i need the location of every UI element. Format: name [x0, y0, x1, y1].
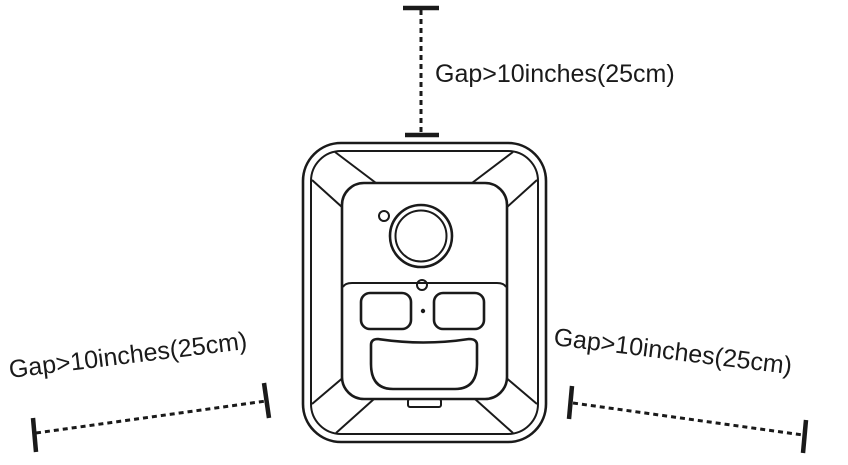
right-gap-label: Gap>10inches(25cm)	[552, 323, 793, 380]
left-clearance-dimension: Gap>10inches(25cm)	[7, 327, 272, 453]
left-dimension-outer-tick	[30, 417, 39, 453]
microphone-hole	[420, 308, 426, 314]
right-dimension-line	[572, 401, 804, 437]
bevel-line-top-left	[334, 151, 377, 184]
right-clearance-dimension: Gap>10inches(25cm)	[552, 323, 809, 454]
bevel-line-bottom-right	[503, 375, 538, 405]
bevel-line-top-right-side	[505, 179, 538, 209]
camera-inner-bezel	[310, 150, 539, 435]
light-sensor	[416, 279, 428, 291]
pir-sensor-window	[369, 337, 479, 391]
bottom-mount-tab	[407, 398, 442, 408]
indicator-light	[378, 210, 390, 222]
right-dimension-outer-tick	[800, 419, 809, 454]
front-panel-divider	[342, 282, 507, 288]
bevel-line-bottom-left	[311, 375, 346, 405]
right-sensor-window	[432, 291, 486, 331]
bevel-line-top-right	[471, 151, 514, 184]
camera-device	[301, 141, 548, 444]
top-clearance-dimension: Gap>10inches(25cm)	[403, 5, 675, 138]
left-gap-label: Gap>10inches(25cm)	[7, 327, 248, 384]
bevel-line-top-left-side	[311, 179, 344, 209]
top-gap-label: Gap>10inches(25cm)	[435, 60, 675, 88]
right-dimension-inner-tick	[566, 385, 575, 420]
lens-inner-ring	[394, 209, 448, 263]
lens-outer-ring	[388, 203, 454, 269]
bevel-line-bottom-right-base	[474, 398, 514, 434]
left-dimension-line	[35, 399, 267, 435]
left-sensor-window	[359, 291, 413, 331]
left-dimension-inner-tick	[261, 382, 272, 419]
bevel-line-bottom-left-base	[335, 398, 375, 434]
